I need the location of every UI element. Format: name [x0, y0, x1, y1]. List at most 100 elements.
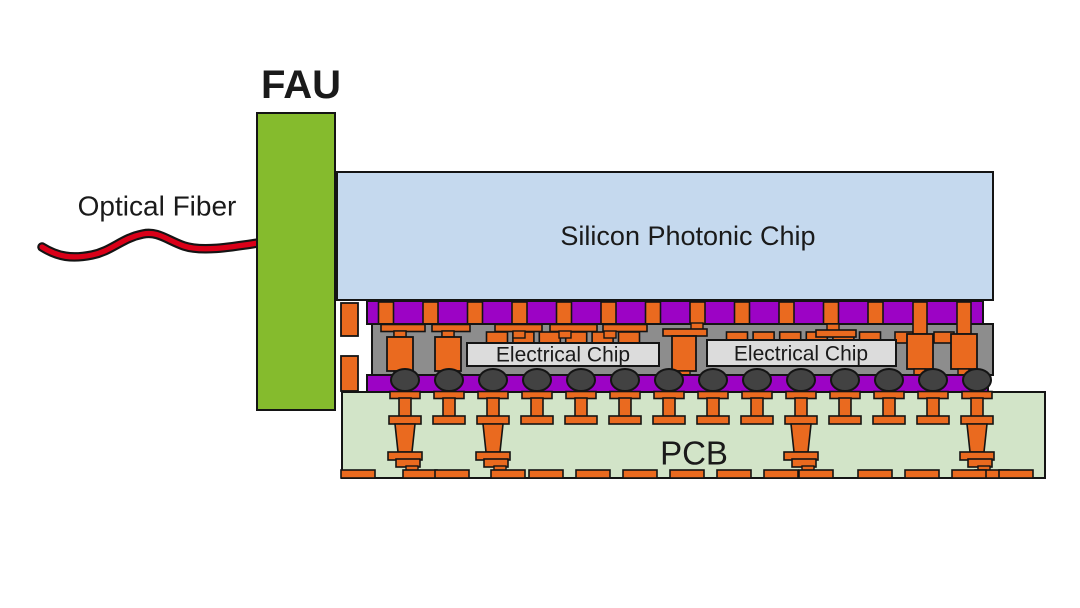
pcb-bottom-pad — [669, 469, 705, 479]
copper-pillar — [386, 336, 414, 372]
microbump — [733, 301, 751, 325]
solder-ball — [918, 368, 948, 392]
pcb-bottom-pad — [490, 469, 526, 479]
optical-fiber-label: Optical Fiber — [78, 191, 237, 222]
via-stem — [530, 397, 544, 418]
top-interconnect-layer — [366, 300, 984, 325]
deep-via-stem — [966, 423, 988, 453]
rdl-neck — [603, 330, 617, 339]
deep-via-stem — [394, 423, 416, 453]
solder-ball — [786, 368, 816, 392]
microbump — [555, 301, 573, 325]
electrical-chip-right-label: Electrical Chip — [734, 343, 868, 366]
via-mid-pad — [784, 415, 818, 425]
via-mid-pad — [916, 415, 950, 425]
rdl-neck — [558, 330, 572, 339]
silicon-photonic-chip — [336, 171, 994, 301]
fau-label: FAU — [261, 63, 341, 107]
pcb-bottom-pad — [798, 469, 834, 479]
pcb-bottom-pad — [528, 469, 564, 479]
via-stem — [398, 397, 412, 418]
solder-ball — [390, 368, 420, 392]
via-stem — [926, 397, 940, 418]
pcb-bottom-pad — [434, 469, 470, 479]
microbump — [822, 301, 840, 325]
copper-pillar — [906, 333, 934, 370]
via-stem — [486, 397, 500, 418]
copper-pillar — [950, 333, 978, 370]
solder-ball — [874, 368, 904, 392]
via-mid-pad — [520, 415, 554, 425]
microbump — [600, 301, 617, 325]
pcb-bottom-pad — [575, 469, 611, 479]
fau-body — [256, 112, 336, 411]
solder-balls — [390, 368, 992, 392]
chip-top-pad — [538, 331, 562, 344]
deep-via-stem — [790, 423, 812, 453]
solder-ball — [522, 368, 552, 392]
via-stem — [794, 397, 808, 418]
solder-ball — [566, 368, 596, 392]
pcb-bottom-pad — [716, 469, 752, 479]
via-mid-pad — [696, 415, 730, 425]
rdl-neck — [512, 330, 526, 339]
via-stem — [970, 397, 984, 418]
edge-connectors — [340, 302, 359, 392]
microbump — [644, 301, 662, 325]
via-mid-pad — [652, 415, 686, 425]
pillar-neck — [912, 301, 928, 335]
microbump — [867, 301, 884, 325]
via-stem — [618, 397, 632, 418]
via-mid-pad — [432, 415, 466, 425]
solder-ball — [698, 368, 728, 392]
pcb-label: PCB — [660, 435, 728, 472]
rdl-bar — [662, 328, 708, 337]
solder-ball — [434, 368, 464, 392]
solder-ball — [830, 368, 860, 392]
via-stem — [882, 397, 896, 418]
pcb-bottom-pad — [622, 469, 658, 479]
solder-ball — [478, 368, 508, 392]
via-stem — [750, 397, 764, 418]
copper-pillar — [434, 336, 462, 372]
electrical-chip-blocks — [466, 339, 897, 367]
electrical-chip-left-label: Electrical Chip — [496, 344, 630, 367]
edge-connector — [340, 302, 359, 337]
copper-pillar — [671, 335, 697, 372]
solder-ball — [962, 368, 992, 392]
microbump — [466, 301, 484, 325]
via-stem — [662, 397, 676, 418]
silicon-photonic-chip-label: Silicon Photonic Chip — [560, 221, 815, 251]
pcb-bottom-pad — [951, 469, 987, 479]
top-underfill-layer — [366, 300, 984, 325]
optical-fiber — [37, 228, 263, 262]
pcb-bottom-pad — [998, 469, 1034, 479]
via-mid-pad — [960, 415, 994, 425]
via-mid-pad — [476, 415, 510, 425]
via-mid-pad — [388, 415, 422, 425]
via-mid-pad — [740, 415, 774, 425]
solder-ball — [654, 368, 684, 392]
pcb-bottom-pad — [857, 469, 893, 479]
edge-connector — [340, 355, 359, 392]
pcb-bottom-pad — [763, 469, 799, 479]
pillar-neck — [956, 301, 972, 335]
rdl-bar — [815, 329, 857, 338]
microbump — [778, 301, 795, 325]
rdl-bar — [602, 323, 648, 333]
chip-top-pad — [617, 331, 641, 344]
pcb-bottom-pad — [340, 469, 376, 479]
pcb-vias — [340, 390, 1034, 479]
optical-fiber-core — [39, 230, 261, 260]
via-mid-pad — [564, 415, 598, 425]
microbump — [689, 301, 706, 325]
silicon-photonic-chip-block — [336, 171, 994, 301]
via-mid-pad — [608, 415, 642, 425]
solder-ball — [610, 368, 640, 392]
via-stem — [574, 397, 588, 418]
via-stem — [706, 397, 720, 418]
microbump — [377, 301, 395, 325]
solder-ball — [742, 368, 772, 392]
